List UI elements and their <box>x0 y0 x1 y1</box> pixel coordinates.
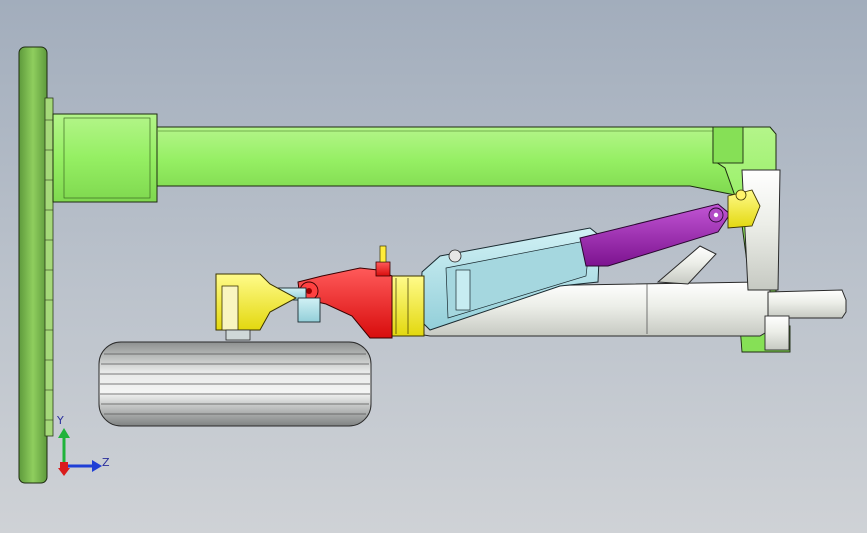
torque-link[interactable] <box>419 227 601 331</box>
lower-bracket[interactable] <box>297 245 393 339</box>
actuator-rod[interactable] <box>579 203 731 267</box>
wheel-tire[interactable] <box>98 341 372 427</box>
mount-plate[interactable] <box>18 46 54 484</box>
axis-triad <box>58 428 102 476</box>
triad-y-label: Y <box>57 414 64 427</box>
upper-yellow-fitting[interactable] <box>727 189 761 229</box>
axle-fork[interactable] <box>215 273 298 341</box>
triad-z-label: Z <box>102 456 110 469</box>
